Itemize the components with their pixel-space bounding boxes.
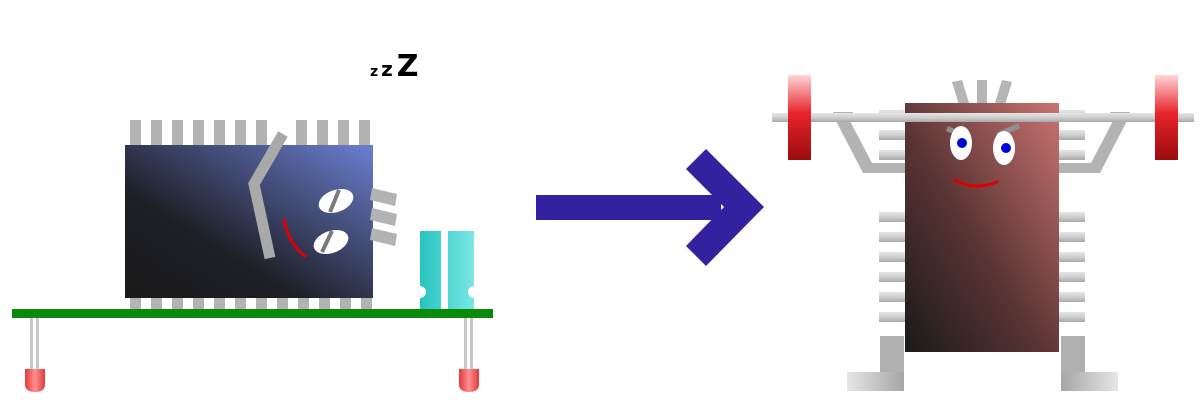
chip-left-pins <box>879 110 907 322</box>
barbell-icon <box>772 75 1194 160</box>
capacitor-icon <box>420 231 474 310</box>
sleeping-eyes <box>313 188 354 255</box>
snore-large: Z <box>396 49 419 84</box>
chip-side-pins <box>370 188 397 246</box>
smile-mouth <box>953 178 999 188</box>
arrow-right-icon <box>536 149 764 266</box>
chip-arm-pin <box>248 131 288 260</box>
weightlifting-chip-scene <box>772 75 1194 391</box>
sleeping-chip-icon <box>125 145 373 298</box>
weightlifting-chip-icon <box>905 103 1059 352</box>
chip-bottom-pins <box>130 296 372 310</box>
determined-eyes <box>950 126 1015 165</box>
hair-pins <box>952 80 1012 108</box>
sleeping-chip-scene <box>12 120 493 392</box>
chip-right-pins <box>1057 110 1085 322</box>
circuit-board-icon <box>12 309 493 318</box>
sleeping-mouth <box>282 218 307 258</box>
chip-top-pins <box>130 120 370 146</box>
snore-medium: z <box>381 57 393 81</box>
snore-small: z <box>370 64 379 80</box>
led-icon <box>459 316 479 392</box>
chip-legs <box>847 336 1118 391</box>
led-icon <box>25 316 45 392</box>
